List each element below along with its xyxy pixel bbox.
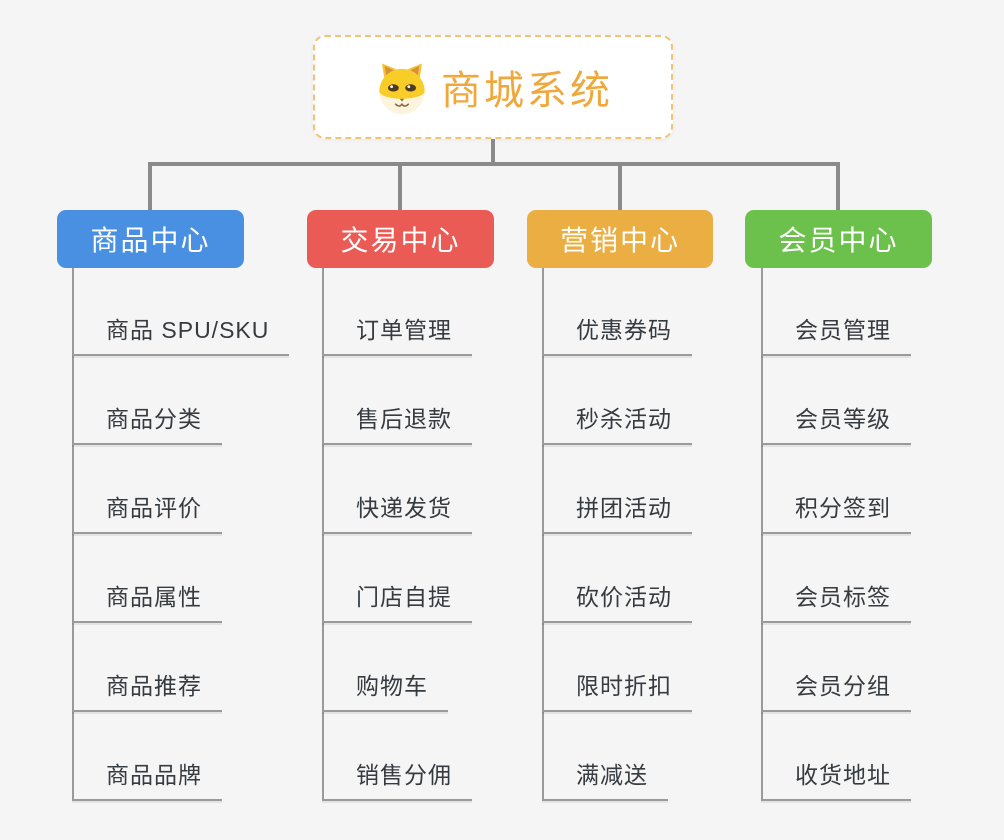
connector-drop-product [148,164,152,210]
root-title: 商城系统 [441,69,613,113]
leaf-node[interactable]: 积分签到 [761,489,911,534]
branch-spine [322,268,324,801]
connector-drop-member [836,164,840,210]
leaf-node[interactable]: 商品属性 [72,578,222,623]
branch-children-trade: 订单管理 售后退款 快递发货 门店自提 购物车 销售分佣 [322,0,472,840]
leaf-node[interactable]: 拼团活动 [542,489,692,534]
connector-root-stub [491,139,495,164]
branch-spine [542,268,544,801]
leaf-node[interactable]: 会员管理 [761,311,911,356]
branch-spine [761,268,763,801]
leaf-node[interactable]: 门店自提 [322,578,472,623]
branch-node-product-center[interactable]: 商品中心 [57,210,244,268]
leaf-node[interactable]: 订单管理 [322,311,472,356]
dog-face-icon [373,58,431,116]
root-node-mall-system[interactable]: 商城系统 [313,35,673,139]
leaf-node[interactable]: 商品分类 [72,400,222,445]
branch-spine [72,268,74,801]
connector-drop-marketing [618,164,622,210]
leaf-node[interactable]: 售后退款 [322,400,472,445]
branch-children-marketing: 优惠券码 秒杀活动 拼团活动 砍价活动 限时折扣 满减送 [542,0,692,840]
leaf-node[interactable]: 会员等级 [761,400,911,445]
leaf-node[interactable]: 收货地址 [761,756,911,801]
branch-children-member: 会员管理 会员等级 积分签到 会员标签 会员分组 收货地址 [761,0,911,840]
leaf-node[interactable]: 购物车 [322,667,448,712]
connector-horizontal-bar [148,162,840,166]
leaf-node[interactable]: 会员分组 [761,667,911,712]
leaf-node[interactable]: 商品品牌 [72,756,222,801]
leaf-node[interactable]: 快递发货 [322,489,472,534]
branch-node-marketing-center[interactable]: 营销中心 [527,210,713,268]
leaf-node[interactable]: 限时折扣 [542,667,692,712]
leaf-node[interactable]: 秒杀活动 [542,400,692,445]
leaf-node[interactable]: 商品推荐 [72,667,222,712]
leaf-node[interactable]: 砍价活动 [542,578,692,623]
leaf-node[interactable]: 商品评价 [72,489,222,534]
leaf-node[interactable]: 优惠券码 [542,311,692,356]
leaf-node[interactable]: 满减送 [542,756,668,801]
branch-node-member-center[interactable]: 会员中心 [745,210,932,268]
connector-drop-trade [398,164,402,210]
leaf-node[interactable]: 销售分佣 [322,756,472,801]
leaf-node[interactable]: 商品 SPU/SKU [72,311,290,356]
branch-children-product: 商品 SPU/SKU 商品分类 商品评价 商品属性 商品推荐 商品品牌 [72,0,290,840]
branch-node-trade-center[interactable]: 交易中心 [307,210,494,268]
leaf-node[interactable]: 会员标签 [761,578,911,623]
